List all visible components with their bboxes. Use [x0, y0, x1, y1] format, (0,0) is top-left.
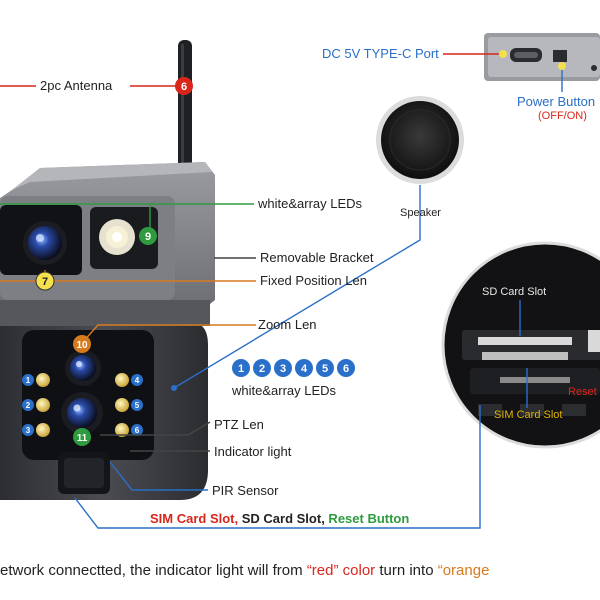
badge-9: 9 [145, 231, 151, 243]
speaker-image [376, 96, 464, 184]
indicator-light-label: Indicator light [214, 444, 291, 459]
led-tag-5: 5 [135, 401, 140, 410]
sd-slot-label: SD Card Slot [482, 286, 546, 298]
zoom-len-label: Zoom Len [258, 317, 317, 332]
slots-line: SIM Card Slot, SD Card Slot, Reset Butto… [150, 511, 409, 526]
led-tag-2: 2 [26, 401, 31, 410]
slots-line-sd: SD Card Slot, [238, 511, 325, 526]
reset-label: Reset [568, 386, 597, 398]
camera-dome-body [0, 300, 210, 500]
led-number-5: 5 [322, 363, 328, 375]
badge-11: 11 [77, 433, 88, 444]
slots-line-sim: SIM Card Slot, [150, 511, 238, 526]
badge-10: 10 [76, 340, 88, 351]
fixed-len-label: Fixed Position Len [260, 273, 367, 288]
speaker-label: Speaker [400, 207, 441, 219]
slots-line-reset: Reset Button [325, 511, 410, 526]
led-number-4: 4 [301, 363, 308, 375]
led-number-6: 6 [343, 363, 349, 375]
leds-mid-label: white&array LEDs [232, 383, 336, 398]
led-number-1: 1 [238, 363, 244, 375]
camera-top-housing [0, 162, 215, 312]
dc-port-label: DC 5V TYPE-C Port [322, 46, 439, 61]
note-part1: etwork connectted, the indicator light w… [0, 562, 307, 579]
badge-7: 7 [42, 276, 48, 288]
led-tag-4: 4 [135, 376, 140, 385]
led-tag-6: 6 [135, 426, 140, 435]
note-red: “red” color [307, 562, 375, 579]
led-number-3: 3 [280, 363, 286, 375]
badge-6: 6 [181, 81, 187, 93]
note-part2: turn into [375, 562, 438, 579]
led-numbers-row: 1 2 3 4 5 6 [232, 359, 355, 377]
off-on-label: (OFF/ON) [538, 110, 587, 122]
led-tag-3: 3 [26, 426, 31, 435]
leds-top-label: white&array LEDs [258, 196, 362, 211]
antenna-label: 2pc Antenna [40, 78, 112, 93]
led-number-2: 2 [259, 363, 265, 375]
led-tag-1: 1 [26, 376, 31, 385]
pir-sensor-label: PIR Sensor [212, 483, 278, 498]
ptz-len-label: PTZ Len [214, 417, 264, 432]
sim-slot-label: SIM Card Slot [494, 409, 562, 421]
bracket-label: Removable Bracket [260, 250, 373, 265]
indicator-note: etwork connectted, the indicator light w… [0, 562, 489, 579]
note-orange: “orange [438, 562, 490, 579]
power-button-label: Power Button [517, 94, 595, 109]
